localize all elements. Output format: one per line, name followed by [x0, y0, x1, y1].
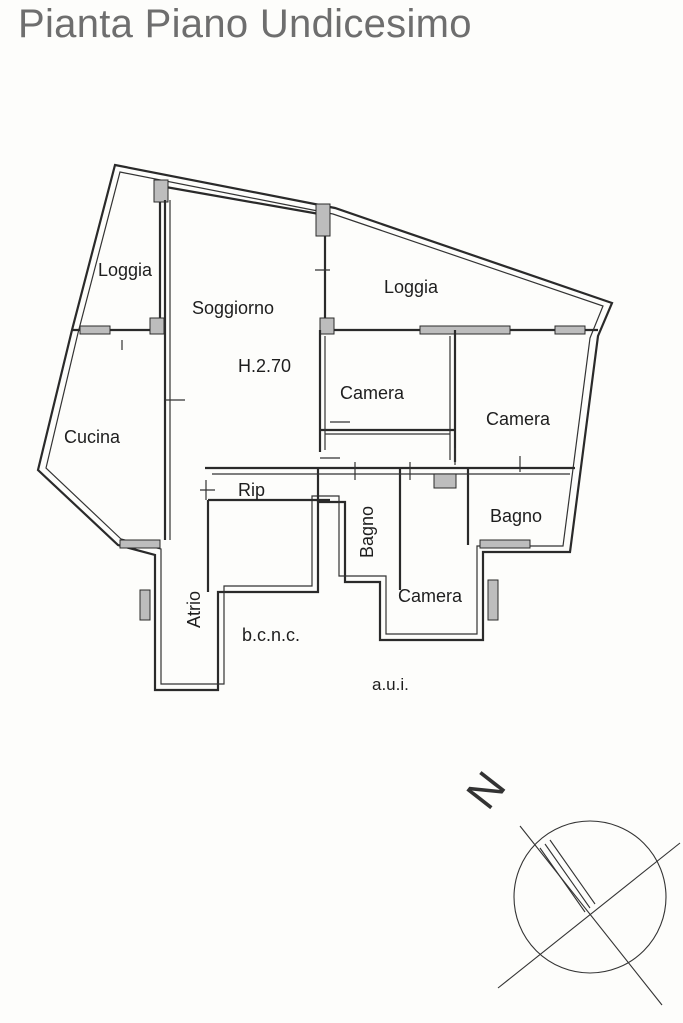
window-frame — [149, 317, 165, 335]
door-marks — [121, 269, 521, 500]
window-frame — [554, 325, 586, 335]
compass-north-label: N — [457, 763, 515, 818]
compass: N — [457, 763, 681, 1006]
room-label-atrio: Atrio — [184, 591, 204, 628]
room-label-loggia-right: Loggia — [384, 277, 439, 297]
room-height-label: H.2.70 — [238, 356, 291, 376]
window-frame — [119, 539, 161, 549]
interior-walls — [163, 200, 575, 592]
window-frame — [79, 325, 111, 335]
window-frame — [153, 179, 169, 203]
compass-north-marker — [539, 839, 596, 913]
room-label-camera-3: Camera — [398, 586, 463, 606]
room-label-rip: Rip — [238, 480, 265, 500]
room-label-bagno-1: Bagno — [357, 506, 377, 558]
compass-circle — [513, 820, 667, 974]
room-label-bagno-2: Bagno — [490, 506, 542, 526]
compass-cross-line — [497, 842, 681, 989]
window-frame — [315, 203, 331, 237]
window-frame — [139, 589, 151, 621]
window-frame — [479, 539, 531, 549]
compass-needle-line — [519, 825, 663, 1006]
facade-wall — [72, 184, 598, 332]
plan-title: Pianta Piano Undicesimo — [18, 2, 472, 46]
room-label-camera-2: Camera — [486, 409, 551, 429]
room-label-loggia-left: Loggia — [98, 260, 153, 280]
room-label-cucina: Cucina — [64, 427, 121, 447]
room-label-soggiorno: Soggiorno — [192, 298, 274, 318]
bathroom-fixture — [433, 473, 457, 489]
room-label-bcnc: b.c.n.c. — [242, 625, 300, 645]
room-label-aui: a.u.i. — [372, 675, 409, 694]
window-frame — [487, 579, 499, 621]
window-frame — [319, 317, 335, 335]
interior-walls-thin — [169, 200, 570, 540]
room-label-camera-1: Camera — [340, 383, 405, 403]
window-frame — [419, 325, 511, 335]
